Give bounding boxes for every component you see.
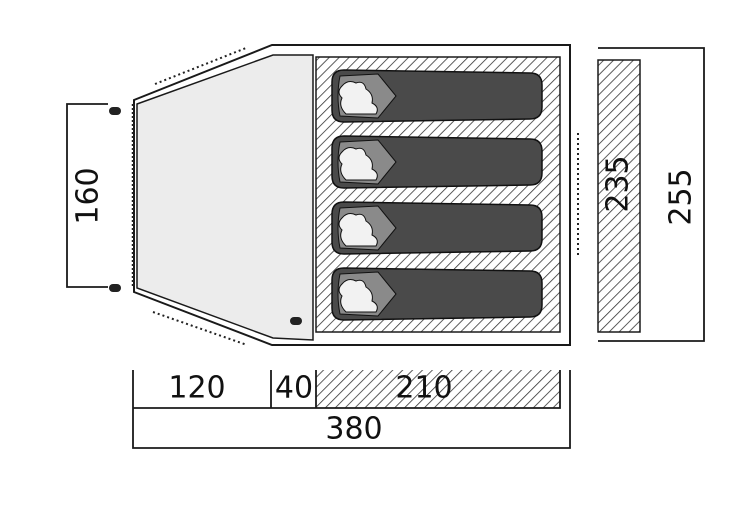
- sleeping-bag: [331, 69, 543, 123]
- sleeping-bags: [331, 69, 543, 321]
- entrance-width-bracket: [66, 103, 108, 288]
- pillow-icon: [338, 279, 378, 313]
- inner-length-band: [316, 370, 560, 408]
- pillow-icon: [338, 81, 378, 115]
- porch-gap-label: 40: [275, 371, 313, 406]
- inner-width-indicator: [597, 59, 641, 333]
- entrance-width-label: 160: [71, 167, 106, 224]
- vestibule-area: [136, 54, 314, 341]
- sleeping-bag: [331, 201, 543, 255]
- sleeping-bag: [331, 267, 543, 321]
- sleeping-bag: [331, 135, 543, 189]
- pillow-icon: [338, 213, 378, 247]
- peg-icon: [109, 107, 121, 115]
- total-length-label: 380: [325, 412, 382, 447]
- inner-length-label: 210: [395, 371, 452, 406]
- vestibule-length-label: 120: [168, 371, 225, 406]
- peg-icon: [290, 317, 302, 325]
- inner-width-label: 235: [601, 155, 636, 212]
- vent-top: [154, 47, 247, 85]
- total-width-bracket: [598, 47, 705, 342]
- peg-icon: [109, 284, 121, 292]
- pillow-icon: [338, 147, 378, 181]
- vent-bottom: [152, 311, 248, 346]
- total-width-label: 255: [664, 168, 699, 225]
- length-table: [132, 370, 571, 449]
